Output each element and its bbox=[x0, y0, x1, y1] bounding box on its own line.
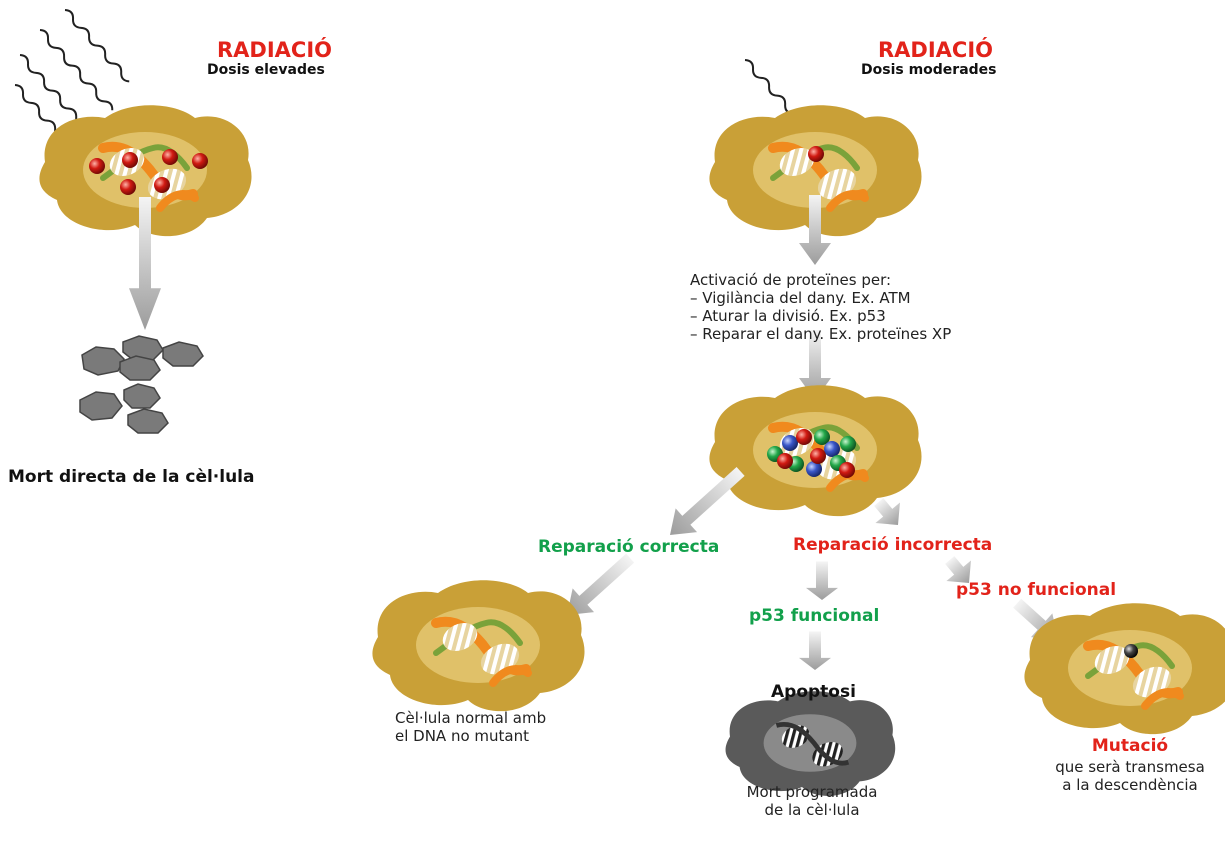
mutation-desc-line2: a la descendència bbox=[1040, 777, 1220, 794]
right-radiation-title: RADIACIÓ bbox=[878, 38, 993, 62]
mutation-particle bbox=[1124, 644, 1138, 658]
mutation-desc-line1: que serà transmesa bbox=[1040, 759, 1220, 776]
mutated-cell bbox=[1024, 603, 1225, 734]
normal-cell bbox=[372, 580, 584, 711]
normal-cell-label-line1: Cèl·lula normal amb bbox=[395, 710, 546, 727]
protein-item-stop-division: – Aturar la divisió. Ex. p53 bbox=[690, 308, 886, 325]
p53-functional-label: p53 funcional bbox=[749, 607, 879, 627]
arrow-to-apoptosis bbox=[799, 632, 831, 671]
p53-nonfunctional-label: p53 no funcional bbox=[956, 581, 1116, 601]
protein-item-surveillance: – Vigilància del dany. Ex. ATM bbox=[690, 290, 911, 307]
apoptosis-label: Apoptosi bbox=[771, 683, 856, 703]
correct-repair-label: Reparació correcta bbox=[538, 538, 719, 558]
programmed-death-line1: Mort programada bbox=[737, 784, 887, 801]
programmed-death-line2: de la cèl·lula bbox=[737, 802, 887, 819]
normal-cell-label-line2: el DNA no mutant bbox=[395, 728, 529, 745]
dead-cell-fragments bbox=[80, 336, 203, 433]
left-radiation-title: RADIACIÓ bbox=[217, 38, 332, 62]
apoptotic-cell bbox=[726, 691, 896, 796]
arrow-to-correct-repair bbox=[659, 460, 751, 547]
incorrect-repair-label: Reparació incorrecta bbox=[793, 536, 992, 556]
direct-cell-death-label: Mort directa de la cèl·lula bbox=[8, 468, 254, 488]
damage-particle-moderate bbox=[808, 146, 824, 162]
protein-item-repair-damage: – Reparar el dany. Ex. proteïnes XP bbox=[690, 326, 951, 343]
arrow-to-p53-functional bbox=[806, 562, 838, 601]
right-dose-label: Dosis moderades bbox=[861, 62, 997, 78]
mutation-label: Mutació bbox=[1060, 737, 1200, 757]
left-dose-label: Dosis elevades bbox=[207, 62, 325, 78]
protein-activation-heading: Activació de proteïnes per: bbox=[690, 272, 891, 289]
